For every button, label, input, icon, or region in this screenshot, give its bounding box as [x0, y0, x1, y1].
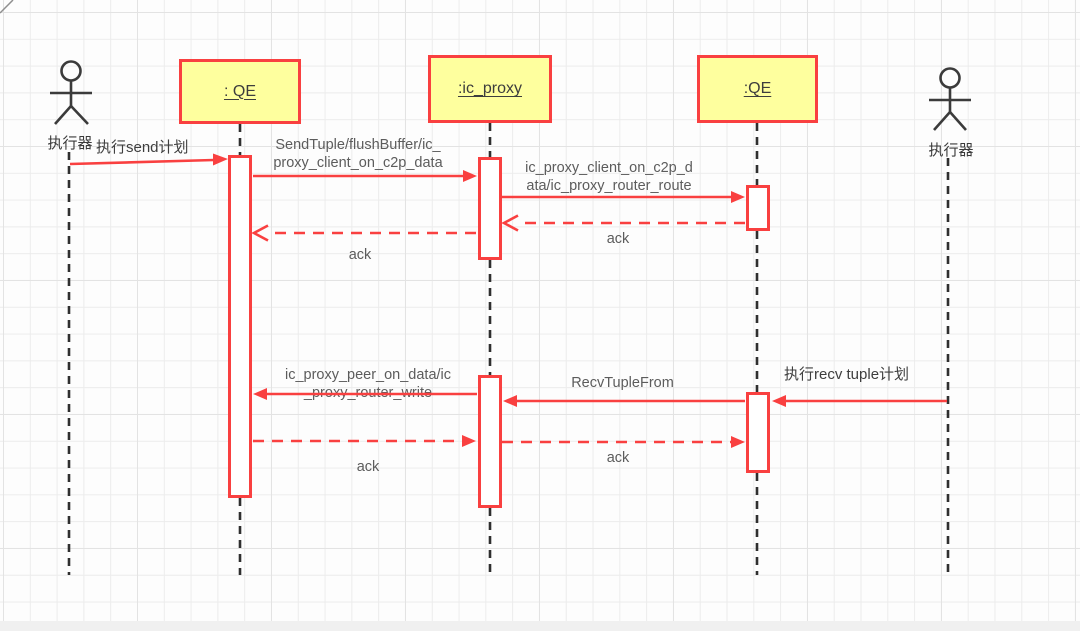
actor-left-figure-icon[interactable]: [50, 60, 92, 125]
object-box-qe-left[interactable]: : QE: [179, 59, 301, 124]
message-label-recvtuplefrom: RecvTupleFrom: [571, 375, 674, 391]
message-label-client-on-c2p: ic_proxy_client_on_c2p_d ata/ic_proxy_ro…: [525, 160, 693, 194]
page-bottom-edge: [0, 621, 1080, 631]
actor-left-label: 执行器: [47, 135, 93, 152]
message-label-exec-recv-plan: 执行recv tuple计划: [784, 366, 910, 383]
corner-crop-mark: [0, 0, 14, 14]
actor-right-figure-icon[interactable]: [929, 67, 971, 131]
activation-bar-qe-right-1[interactable]: [746, 185, 770, 231]
activation-bar-qe-left[interactable]: [228, 155, 252, 498]
message-label-ack-left-top: ack: [348, 247, 372, 263]
activation-bar-ic-proxy-2[interactable]: [478, 375, 502, 508]
message-label-peer-on-data: ic_proxy_peer_on_data/ic _proxy_router_w…: [284, 367, 452, 401]
message-label-ack-right-bottom: ack: [606, 450, 630, 466]
object-label-qe-right: :QE: [743, 80, 772, 97]
object-label-qe-left: : QE: [223, 82, 256, 100]
activation-bar-qe-right-2[interactable]: [746, 392, 770, 473]
activation-bar-ic-proxy-1[interactable]: [478, 157, 502, 260]
actor-right-label: 执行器: [928, 142, 974, 159]
message-label-sendtuple: SendTuple/flushBuffer/ic_ proxy_client_o…: [273, 137, 443, 171]
object-box-qe-right[interactable]: :QE: [697, 55, 818, 123]
message-label-ack-left-bottom: ack: [356, 459, 380, 475]
message-label-ack-right-top: ack: [606, 231, 630, 247]
object-box-ic-proxy[interactable]: :ic_proxy: [428, 55, 552, 123]
message-label-exec-send-plan: 执行send计划: [96, 139, 189, 156]
object-label-ic-proxy: :ic_proxy: [457, 80, 523, 97]
